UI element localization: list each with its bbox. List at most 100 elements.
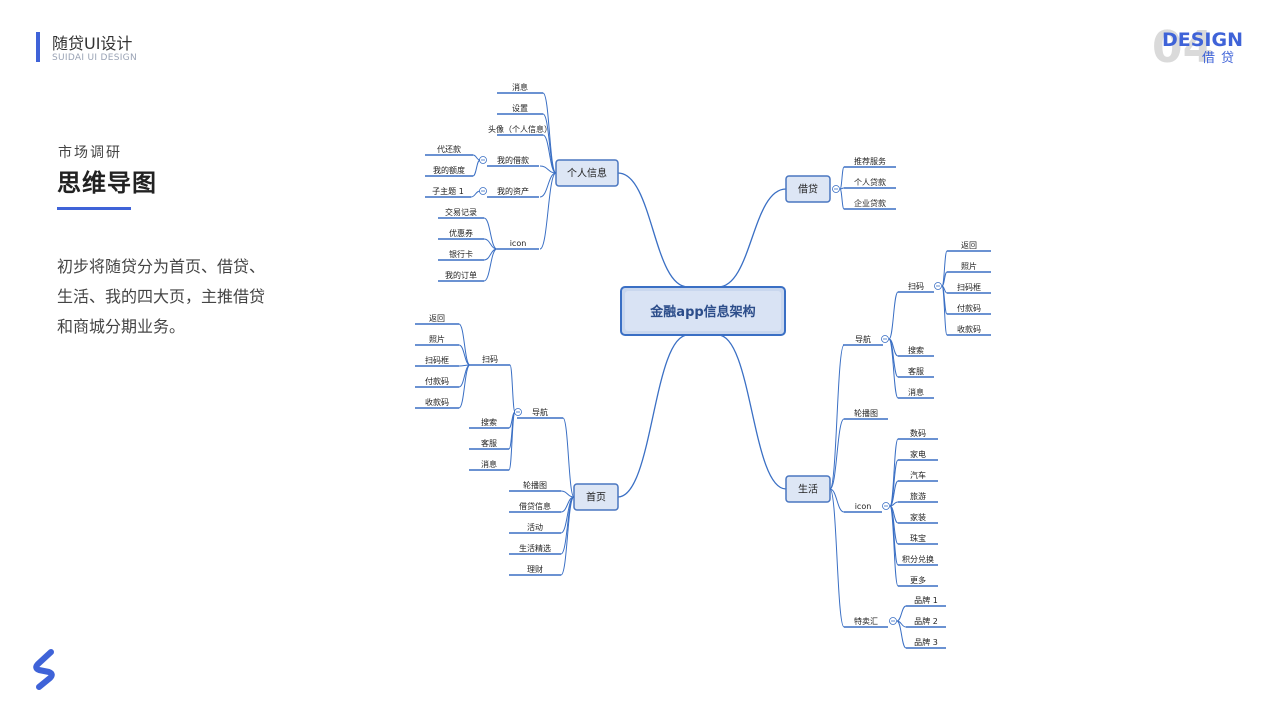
connector-line — [896, 620, 907, 649]
leaf-home-scan-label: 付款码 — [425, 376, 449, 386]
collapse-toggle-icon[interactable] — [479, 187, 487, 195]
sub-my-loans-label: 我的借款 — [497, 155, 529, 165]
collapse-toggle-icon[interactable] — [889, 617, 897, 625]
node-home[interactable]: 首页 — [573, 483, 619, 511]
node-personal[interactable]: 个人信息 — [555, 159, 619, 187]
leaf-personal: 设置 — [497, 103, 543, 115]
leaf-life-icon: 更多 — [898, 575, 938, 587]
leaf-home-label: 理财 — [527, 564, 543, 574]
node-center[interactable]: 金融app信息架构 — [620, 286, 786, 336]
leaf-life-icon: 数码 — [898, 428, 938, 440]
collapse-toggle-icon[interactable] — [479, 156, 487, 164]
node-life[interactable]: 生活 — [785, 475, 831, 503]
leaf-loan-label: 企业贷款 — [854, 198, 886, 208]
connector-line — [889, 480, 899, 507]
connector-line — [483, 248, 498, 282]
leaf-life-special: 品牌 2 — [906, 616, 946, 628]
collapse-toggle-icon[interactable] — [934, 282, 942, 290]
leaf-life-nav: 消息 — [898, 387, 934, 399]
connector-line — [896, 605, 907, 622]
leaf-life-icon-label: 家装 — [910, 512, 926, 522]
collapse-toggle-icon[interactable] — [881, 335, 889, 343]
section-underline — [57, 207, 131, 210]
design-sub-label: 借贷 — [1202, 51, 1241, 66]
leaf-my-assets: 子主题 1 — [425, 186, 471, 198]
leaf-personal-label: 设置 — [512, 103, 528, 113]
leaf-life-icon-label: 家电 — [910, 449, 926, 459]
leaf-home: 轮播图 — [509, 480, 561, 492]
leaf-personal-icon-label: 我的订单 — [445, 270, 477, 280]
connector-line — [829, 488, 845, 628]
leaf-life-icon-label: 数码 — [910, 428, 926, 438]
leaf-life-special: 品牌 3 — [906, 637, 946, 649]
leaf-life-scan: 返回 — [947, 241, 991, 252]
leaf-life-icon-label: 珠宝 — [910, 533, 926, 543]
leaf-life-nav-label: 搜索 — [908, 345, 924, 355]
leaf-loan-label: 推荐服务 — [854, 156, 886, 166]
leaf-home-scan: 收款码 — [415, 397, 459, 409]
leaf-home-scan-label: 照片 — [429, 334, 445, 344]
connector-line — [888, 291, 899, 340]
connector-line — [617, 172, 689, 288]
sub-home-scan: 扫码 — [470, 354, 510, 366]
connector-line — [472, 159, 481, 177]
leaf-home-scan-label: 返回 — [429, 314, 445, 323]
leaf-home-scan: 返回 — [415, 314, 459, 325]
connector-line — [483, 217, 498, 250]
leaf-home: 理财 — [509, 564, 561, 576]
leaf-personal: 消息 — [497, 82, 543, 94]
sub-life-special: 特卖汇 — [844, 616, 888, 628]
sub-life-special-label: 特卖汇 — [854, 616, 878, 626]
collapse-toggle-icon[interactable] — [514, 408, 522, 416]
leaf-my-loans-label: 代还款 — [437, 144, 461, 154]
leaf-life-scan-label: 扫码框 — [957, 282, 981, 292]
connector-line — [509, 364, 516, 413]
leaf-life-icon: 旅游 — [898, 491, 938, 503]
leaf-personal-icon-label: 优惠券 — [449, 228, 473, 238]
connector-line — [717, 188, 787, 288]
collapse-toggle-icon[interactable] — [882, 502, 890, 510]
leaf-life-special-label: 品牌 2 — [914, 616, 938, 626]
design-label: DESIGN — [1162, 29, 1244, 51]
leaf-life-nav-label: 消息 — [908, 387, 924, 397]
node-loan-label: 借贷 — [798, 183, 818, 196]
leaf-life-scan: 付款码 — [947, 303, 991, 315]
sub-life-nav-label: 导航 — [855, 334, 871, 344]
leaf-loan: 企业贷款 — [844, 198, 896, 210]
connector-line — [839, 166, 845, 190]
page-number: 04 — [1152, 22, 1214, 73]
leaf-life-icon: 汽车 — [898, 470, 938, 482]
leaf-personal-icon-label: 交易记录 — [445, 207, 477, 217]
leaf-home-label: 活动 — [527, 522, 543, 532]
connector-line — [617, 334, 689, 498]
leaf-life-icon-label: 旅游 — [910, 491, 926, 501]
leaf-personal-icon: 银行卡 — [438, 249, 484, 261]
connector-line — [542, 113, 557, 174]
connector-line — [472, 154, 481, 161]
leaf-home-scan-label: 扫码框 — [425, 355, 449, 365]
connector-line — [458, 364, 471, 409]
header-title: 随贷UI设计 — [52, 34, 133, 53]
leaf-life-special: 品牌 1 — [906, 595, 946, 607]
connector-line — [542, 134, 557, 174]
node-personal-label: 个人信息 — [567, 167, 607, 180]
connector-line — [539, 165, 557, 174]
leaf-life-nav-label: 客服 — [908, 366, 924, 376]
sub-home-nav: 导航 — [517, 407, 563, 419]
leaf-home: 借贷信息 — [509, 501, 561, 513]
leaf-home-nav-label: 客服 — [481, 438, 497, 448]
description: 初步将随贷分为首页、借贷、 生活、我的四大页，主推借贷 和商城分期业务。 — [57, 252, 307, 342]
leaf-life-nav: 搜索 — [898, 345, 934, 357]
leaf-home-nav: 消息 — [469, 459, 509, 471]
collapse-toggle-icon[interactable] — [832, 185, 840, 193]
leaf-my-assets-label: 子主题 1 — [432, 186, 464, 196]
connector-line — [888, 338, 899, 399]
leaf-life-scan: 照片 — [947, 261, 991, 273]
leaf-personal-label: 消息 — [512, 82, 528, 92]
node-center-label: 金融app信息架构 — [649, 304, 755, 320]
connector-line — [829, 488, 845, 513]
node-loan[interactable]: 借贷 — [785, 175, 831, 203]
sub-my-assets: 我的资产 — [487, 186, 539, 198]
leaf-home-scan: 扫码框 — [415, 355, 459, 367]
sub-life-icon-label: icon — [855, 502, 872, 511]
